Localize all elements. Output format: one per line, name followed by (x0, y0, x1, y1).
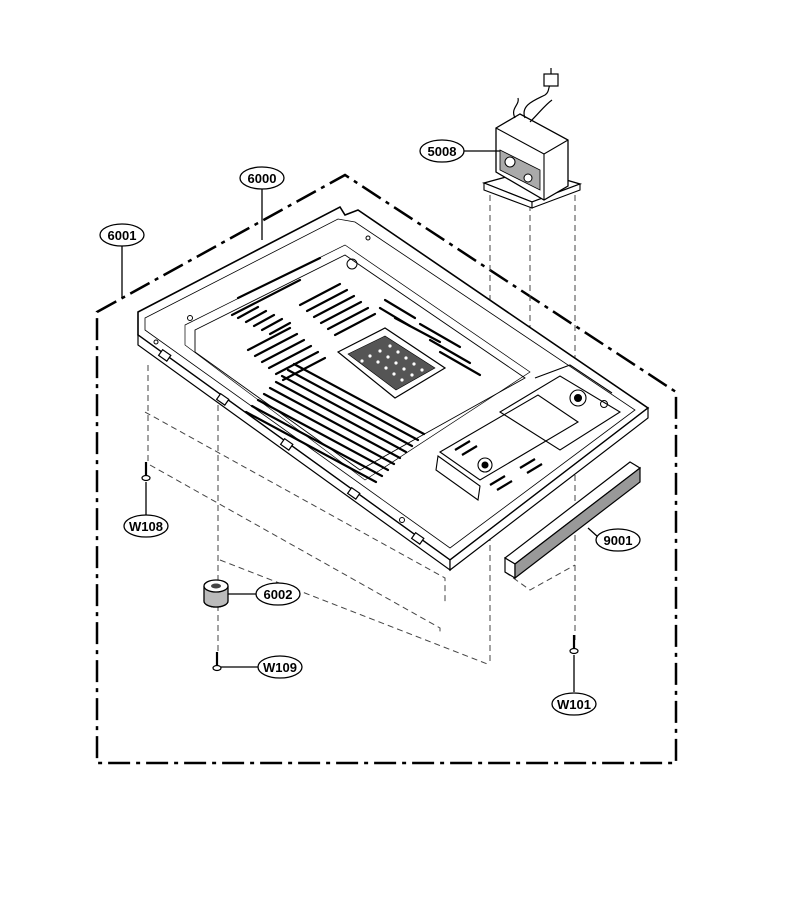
label-w101: W101 (557, 697, 591, 712)
callout-w109: W109 (257, 655, 303, 679)
callout-w108: W108 (123, 514, 169, 538)
label-6000: 6000 (248, 171, 277, 186)
label-6001: 6001 (108, 228, 137, 243)
screw-w109 (212, 652, 222, 672)
mounting-holes (153, 235, 608, 523)
foot-tabs (157, 348, 425, 545)
perforated-grille (336, 327, 447, 399)
callout-9001: 9001 (595, 528, 641, 552)
screw-w101 (569, 635, 579, 655)
vent-slots (230, 256, 482, 484)
label-9001: 9001 (604, 533, 633, 548)
callout-5008: 5008 (419, 139, 465, 163)
outer-phantom-boundary (95, 173, 678, 765)
leader-lines (121, 150, 599, 692)
label-w109: W109 (263, 660, 297, 675)
screw-w108 (141, 462, 151, 482)
foam-strip-9001 (503, 461, 642, 580)
callout-6000: 6000 (239, 166, 285, 190)
callout-6001: 6001 (99, 223, 145, 247)
foot-6002 (203, 579, 229, 608)
motor-bracket-area (435, 364, 622, 501)
label-6002: 6002 (264, 587, 293, 602)
label-5008: 5008 (428, 144, 457, 159)
transformer-5008 (481, 68, 583, 209)
label-w108: W108 (129, 519, 163, 534)
callout-6002: 6002 (255, 582, 301, 606)
callout-w101: W101 (551, 692, 597, 716)
